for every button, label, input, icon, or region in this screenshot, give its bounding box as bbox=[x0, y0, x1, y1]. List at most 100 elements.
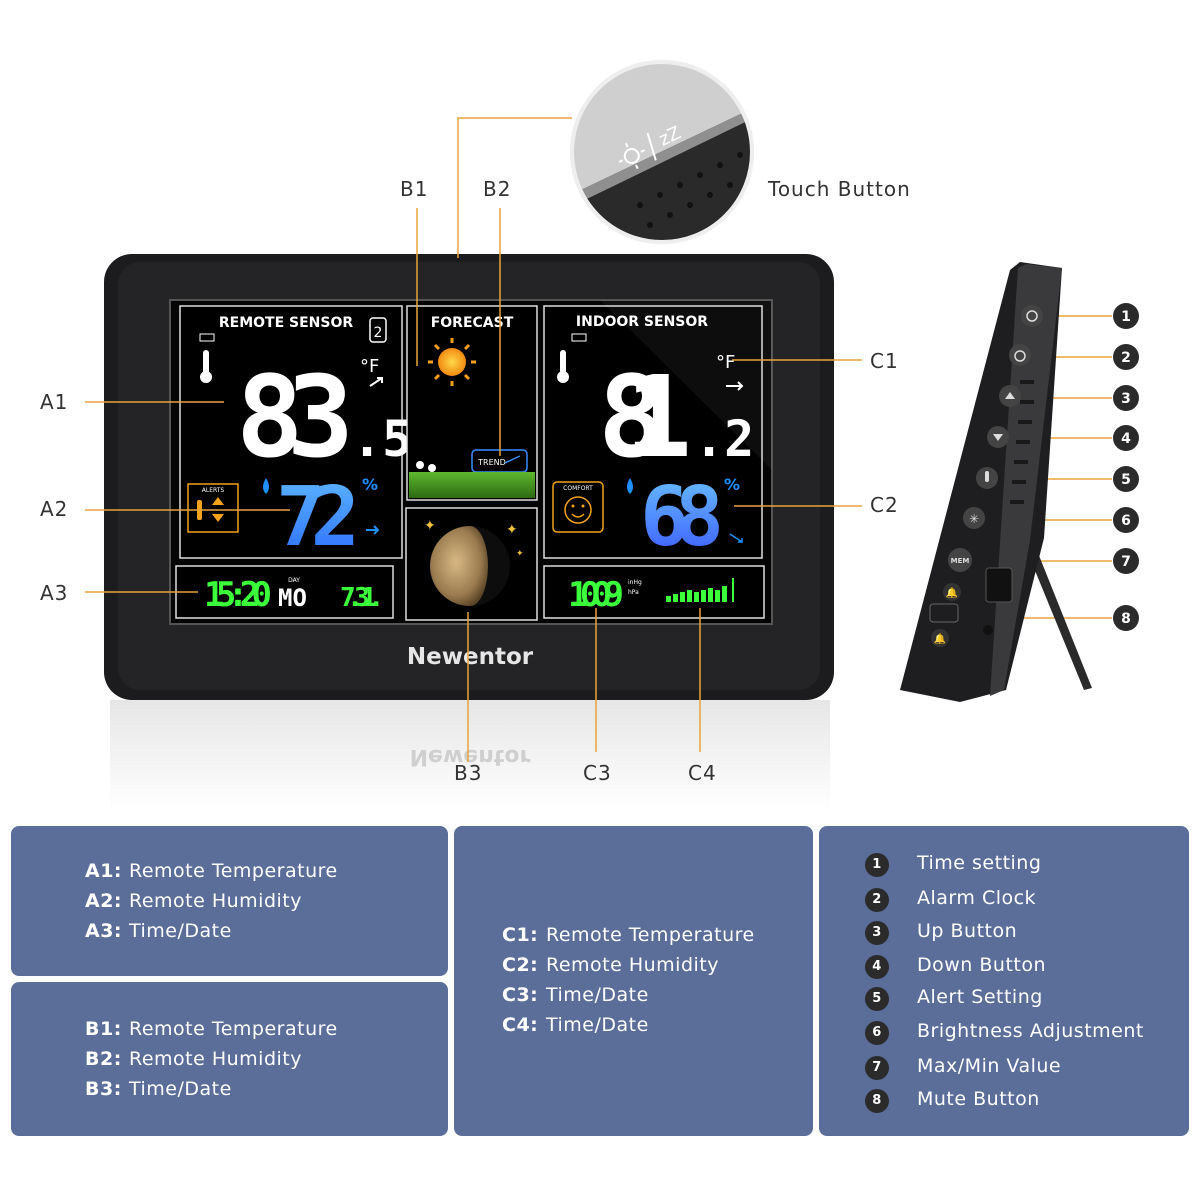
callout-a3: A3 bbox=[40, 581, 68, 605]
mem-label: MEM bbox=[951, 557, 970, 565]
time-display: 15:20 bbox=[204, 575, 272, 615]
remote-humidity: 72 bbox=[276, 470, 360, 565]
indoor-humidity-drop-icon bbox=[627, 478, 633, 494]
trend-label: TREND bbox=[477, 458, 506, 467]
callout-c2: C2 bbox=[870, 493, 899, 517]
channel-icon bbox=[369, 317, 387, 343]
number-badge: 1 bbox=[865, 853, 889, 877]
number-badge: 5 bbox=[865, 987, 889, 1011]
marker-1: 1 bbox=[1113, 303, 1139, 329]
alert-arrows-icon bbox=[212, 497, 224, 522]
marker-7: 7 bbox=[1113, 548, 1139, 574]
side-buttons: ✳ MEM 🔔 🔔 bbox=[931, 305, 1043, 647]
callout-b2: B2 bbox=[483, 177, 511, 201]
alert-setting-button[interactable] bbox=[976, 467, 998, 489]
brand-logo: Newentor bbox=[407, 644, 534, 670]
number-badge: 8 bbox=[865, 1089, 889, 1113]
alerts-label: ALERTS bbox=[202, 487, 225, 494]
legend-b-row: B1:Remote Temperature bbox=[85, 1018, 338, 1040]
indoor-humidity: 68 bbox=[640, 470, 724, 565]
power-jack bbox=[983, 625, 993, 635]
brightness-button[interactable]: ✳ bbox=[963, 507, 985, 529]
max-min-button[interactable]: MEM bbox=[948, 548, 972, 572]
marker-3: 3 bbox=[1113, 385, 1139, 411]
legend-c-row: C2:Remote Humidity bbox=[502, 954, 719, 976]
channel-number: 2 bbox=[374, 325, 383, 341]
pressure-unit-inhg: inHg bbox=[628, 579, 642, 586]
trend-line-icon bbox=[504, 455, 521, 464]
pressure-unit-hpa: hPa bbox=[628, 589, 639, 596]
pressure-strip bbox=[543, 565, 765, 619]
remote-temp-decimal: .5 bbox=[352, 410, 412, 468]
forecast-title: FORECAST bbox=[431, 315, 514, 331]
legend-c-row: C1:Remote Temperature bbox=[502, 924, 755, 946]
indoor-temp-unit: °F bbox=[716, 352, 735, 373]
indoor-panel-title: INDOOR SENSOR bbox=[576, 314, 708, 330]
moon-phase-icon bbox=[430, 526, 488, 606]
device-illustration: Newentor REMOTE SENSOR 2 83 .5 °F ALERTS… bbox=[40, 60, 1139, 810]
legend-b-row: B3:Time/Date bbox=[85, 1078, 232, 1100]
svg-text:1: 1 bbox=[1121, 309, 1131, 325]
indoor-thermometer-icon bbox=[560, 350, 566, 374]
indoor-humidity-unit: % bbox=[724, 475, 740, 494]
alarm-clock-button[interactable] bbox=[1009, 344, 1031, 366]
number-badge: 6 bbox=[865, 1021, 889, 1045]
mute-button[interactable]: 🔔 🔔 bbox=[931, 583, 961, 647]
usb-port bbox=[985, 567, 1013, 603]
legend-panel-b: B1:Remote Temperature B2:Remote Humidity… bbox=[11, 982, 448, 1136]
down-button[interactable] bbox=[987, 426, 1009, 448]
legend-a-row: A1:Remote Temperature bbox=[85, 860, 338, 882]
star-icon: ✦ bbox=[516, 549, 524, 559]
screen-glare bbox=[600, 300, 772, 470]
time-setting-button[interactable] bbox=[1021, 305, 1043, 327]
number-badge: 3 bbox=[865, 921, 889, 945]
marker-6: 6 bbox=[1113, 507, 1139, 533]
up-button[interactable] bbox=[999, 385, 1021, 407]
callout-a1: A1 bbox=[40, 390, 68, 414]
svg-text:🔔: 🔔 bbox=[934, 633, 946, 645]
svg-text:2: 2 bbox=[1121, 350, 1131, 366]
smiley-icon bbox=[564, 496, 592, 524]
callout-c1: C1 bbox=[870, 349, 899, 373]
touch-button-zoom: zZ bbox=[570, 60, 754, 244]
side-number-markers: 1 2 3 4 5 6 7 8 bbox=[1113, 303, 1139, 631]
callout-a2: A2 bbox=[40, 497, 68, 521]
forecast-panel bbox=[406, 305, 538, 501]
legend-a-row: A3:Time/Date bbox=[85, 920, 232, 942]
date-display: 7.31. bbox=[340, 583, 384, 613]
thermometer-icon bbox=[203, 350, 209, 374]
marker-4: 4 bbox=[1113, 425, 1139, 451]
remote-panel-title: REMOTE SENSOR bbox=[219, 315, 354, 331]
marker-8: 8 bbox=[1113, 605, 1139, 631]
alerts-box bbox=[187, 483, 239, 533]
day-display: MO bbox=[278, 584, 307, 612]
legend-c-row: C3:Time/Date bbox=[502, 984, 649, 1006]
marker-5: 5 bbox=[1113, 466, 1139, 492]
remote-humidity-unit: % bbox=[362, 475, 378, 494]
legend-panel-a: A1:Remote Temperature A2:Remote Humidity… bbox=[11, 826, 448, 976]
indoor-temp-main: 81 bbox=[598, 353, 692, 483]
number-badge: 7 bbox=[865, 1056, 889, 1080]
flower-icon bbox=[416, 461, 424, 469]
pressure-history-graph bbox=[666, 578, 734, 602]
indoor-battery-icon bbox=[571, 333, 587, 342]
number-badge: 2 bbox=[865, 888, 889, 912]
brand-reflection: Newentor bbox=[410, 744, 531, 769]
marker-2: 2 bbox=[1113, 344, 1139, 370]
humidity-arrow-icon bbox=[366, 525, 380, 535]
legend-c-row: C4:Time/Date bbox=[502, 1014, 649, 1036]
day-label: DAY bbox=[288, 577, 300, 584]
star-icon: ✦ bbox=[424, 518, 436, 534]
legend-a-row: A2:Remote Humidity bbox=[85, 890, 302, 912]
kickstand bbox=[1020, 528, 1092, 690]
trend-arrow-icon bbox=[369, 377, 383, 387]
svg-text:3: 3 bbox=[1121, 391, 1131, 407]
remote-temp-unit: °F bbox=[360, 356, 379, 377]
legend-b-row: B2:Remote Humidity bbox=[85, 1048, 302, 1070]
remote-temp-main: 83 bbox=[236, 353, 354, 483]
svg-text:5: 5 bbox=[1121, 472, 1131, 488]
battery-switch bbox=[929, 603, 959, 623]
indoor-humidity-arrow-icon bbox=[729, 533, 743, 543]
